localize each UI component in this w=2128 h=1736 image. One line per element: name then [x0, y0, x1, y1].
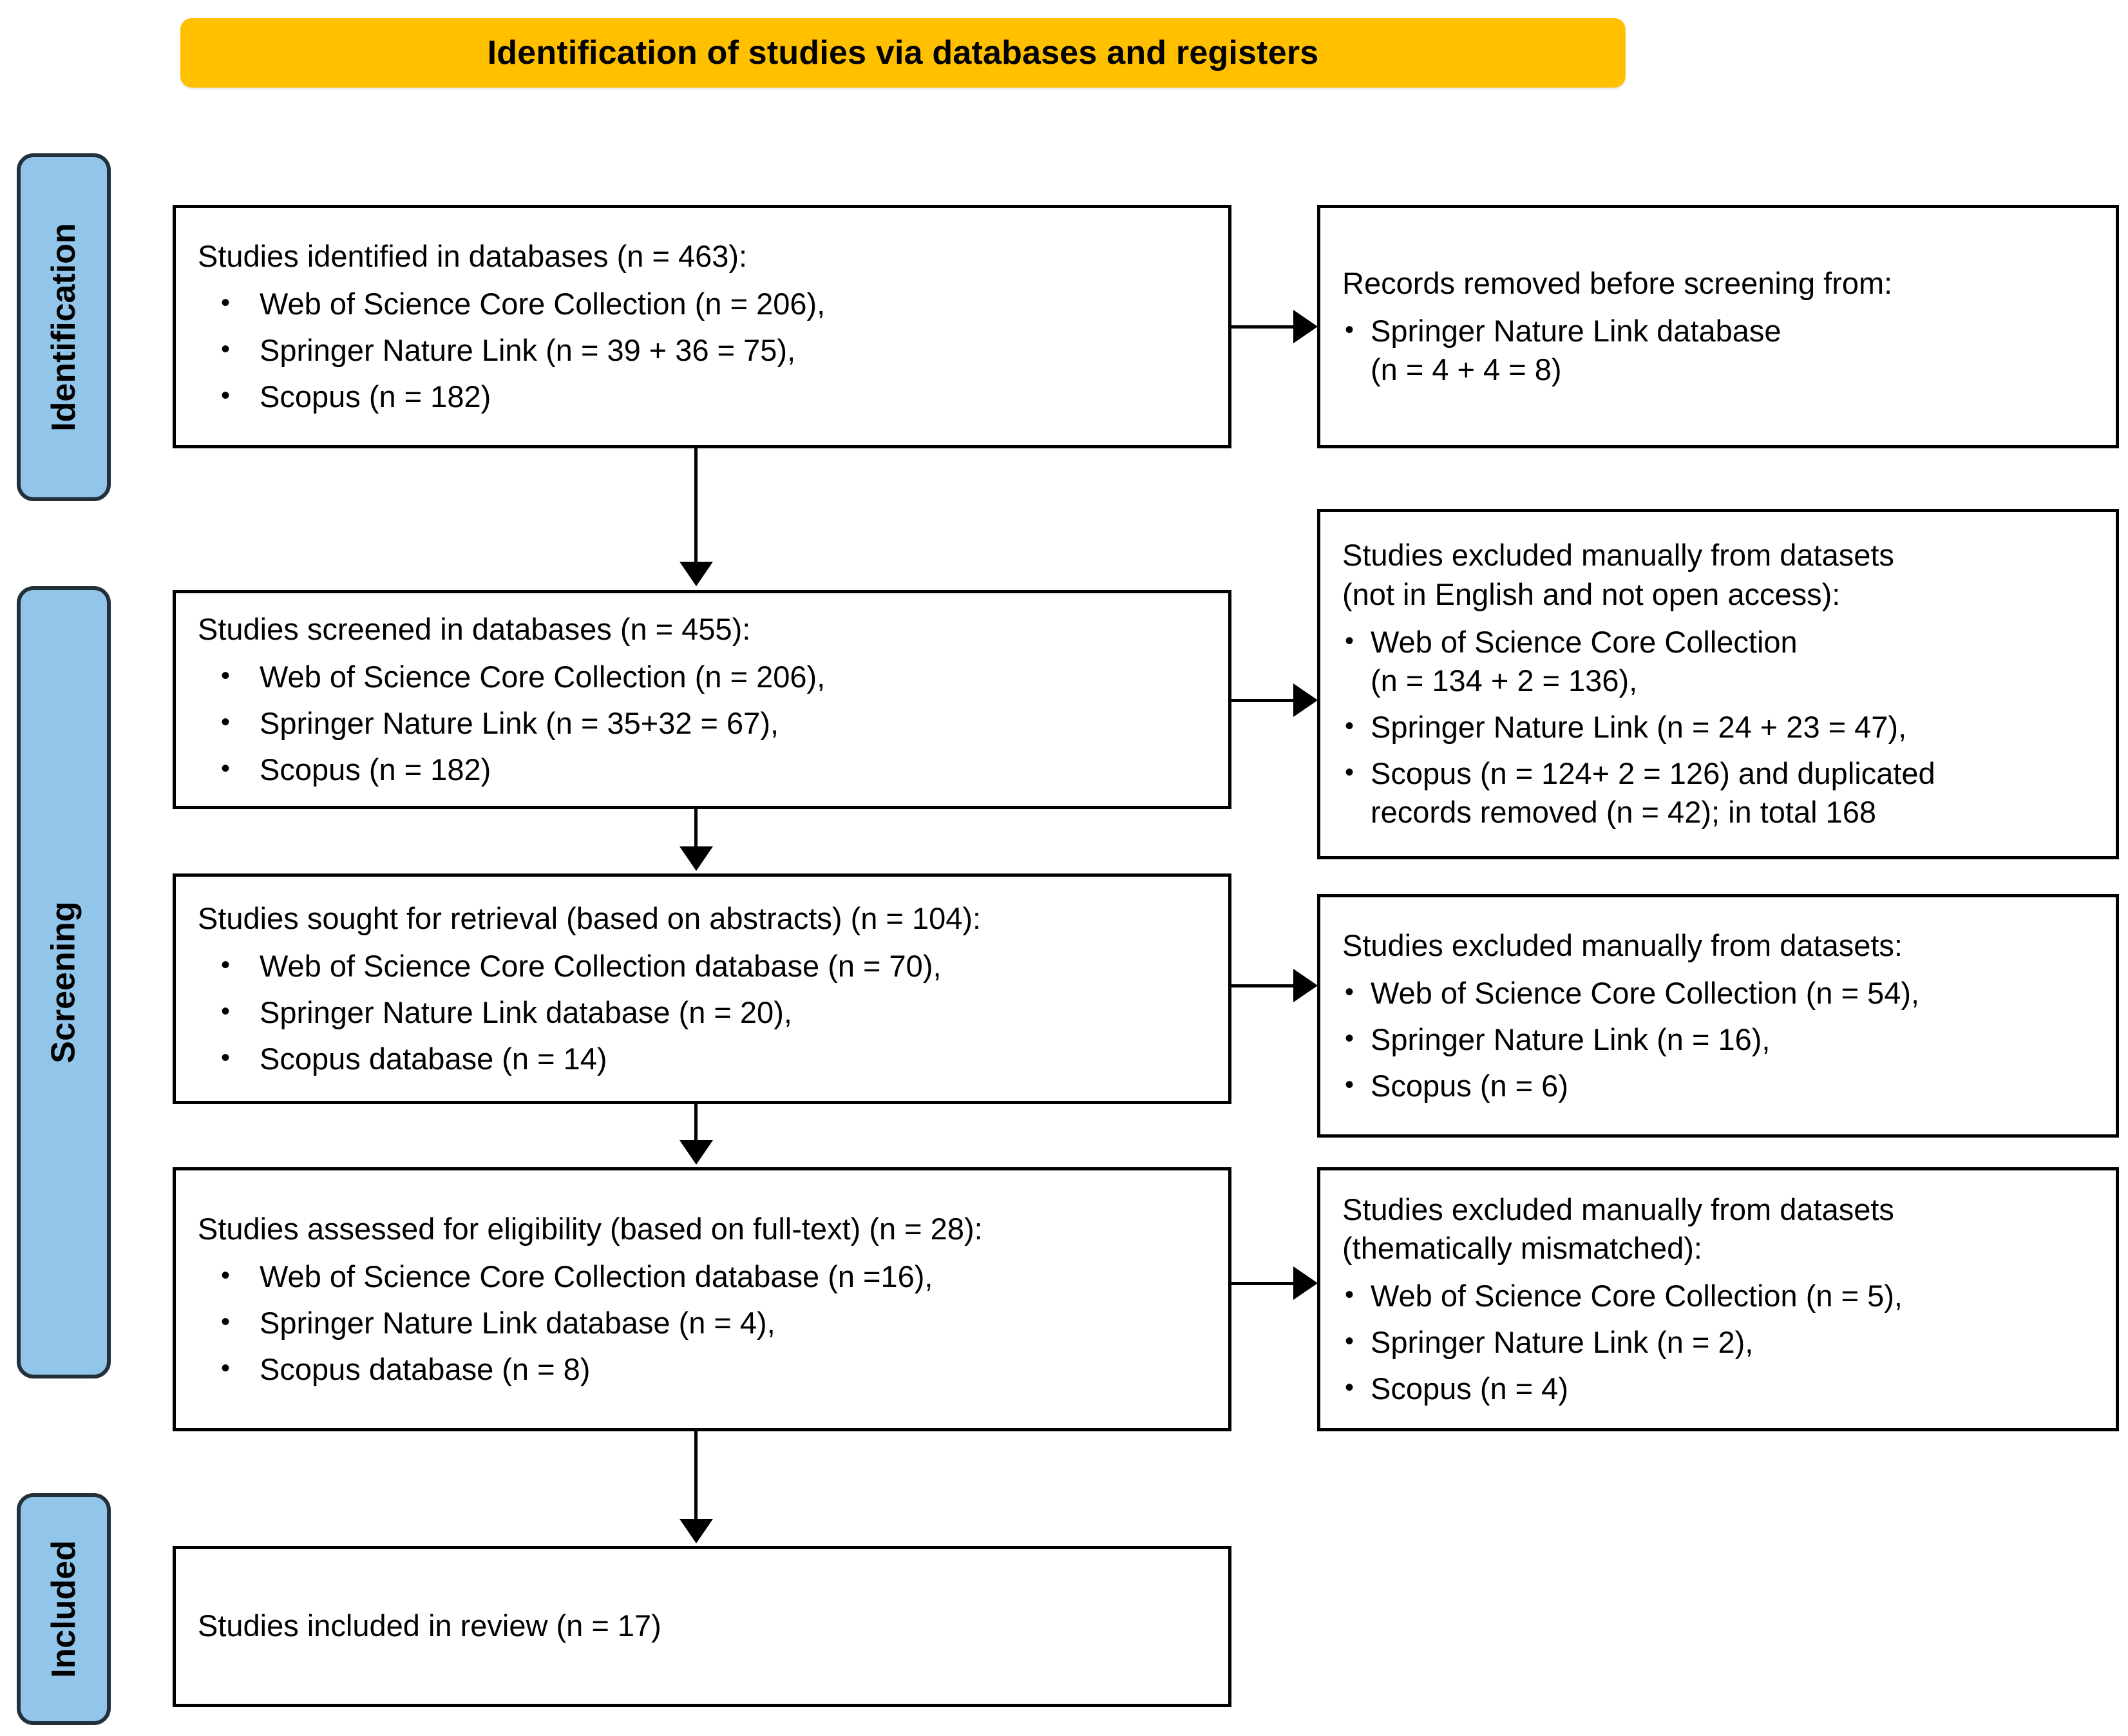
box-heading: Studies screened in databases (n = 455): [198, 611, 751, 646]
list-item: Web of Science Core Collection (n = 206)… [198, 658, 1206, 696]
list-item: Springer Nature Link (n = 39 + 36 = 75), [198, 331, 1206, 370]
list-item: Web of Science Core Collection database … [198, 947, 1206, 986]
stage-label-identification-text: Identification [45, 223, 82, 432]
box-item-list: Web of Science Core Collection database … [198, 1250, 1206, 1389]
box-item-list: Web of Science Core Collection (n = 54),… [1342, 966, 2094, 1105]
connector-arrowhead-eligibility-to-excluded-thematic [1293, 1266, 1318, 1300]
stage-label-screening: Screening [17, 586, 111, 1378]
list-item: Springer Nature Link database (n = 4 + 4… [1342, 312, 2094, 389]
box-heading: Studies included in review (n = 17) [198, 1608, 661, 1643]
box-heading: Studies assessed for eligibility (based … [198, 1211, 983, 1246]
list-item: Springer Nature Link database (n = 4), [198, 1304, 1206, 1342]
box-heading: Studies excluded manually from datasets … [1342, 538, 1894, 611]
list-item: Springer Nature Link (n = 2), [1342, 1323, 2094, 1362]
list-item: Web of Science Core Collection (n = 5), [1342, 1277, 2094, 1315]
connector-arrowhead-identified-to-removed [1293, 310, 1318, 343]
stage-label-identification: Identification [17, 153, 111, 501]
connector-line-sought-to-eligibility [694, 1104, 698, 1143]
list-item: Scopus (n = 124+ 2 = 126) and duplicated… [1342, 754, 2094, 832]
header-banner: Identification of studies via databases … [180, 18, 1626, 88]
box-excluded-manually: Studies excluded manually from datasets:… [1317, 894, 2119, 1138]
connector-line-sought-to-excluded-manual [1231, 984, 1309, 987]
box-studies-sought-for-retrieval: Studies sought for retrieval (based on a… [173, 873, 1231, 1104]
box-studies-screened: Studies screened in databases (n = 455):… [173, 590, 1231, 809]
box-item-list: Web of Science Core Collection (n = 5), S… [1342, 1269, 2094, 1408]
connector-line-screened-to-sought [694, 809, 698, 849]
list-item: Scopus (n = 4) [1342, 1369, 2094, 1408]
box-item-list: Web of Science Core Collection database … [198, 939, 1206, 1078]
box-item-list: Web of Science Core Collection (n = 206)… [198, 277, 1206, 416]
stage-label-screening-text: Screening [45, 901, 83, 1064]
list-item: Web of Science Core Collection (n = 206)… [198, 285, 1206, 323]
box-item-list: Web of Science Core Collection (n = 206)… [198, 650, 1206, 789]
list-item: Springer Nature Link database (n = 20), [198, 993, 1206, 1032]
box-heading: Studies excluded manually from datasets … [1342, 1192, 1894, 1265]
list-item: Scopus (n = 182) [198, 750, 1206, 789]
box-records-removed: Records removed before screening from: S… [1317, 205, 2119, 448]
connector-line-eligibility-to-excluded-thematic [1231, 1282, 1309, 1285]
connector-arrowhead-screened-to-excluded-language [1293, 683, 1318, 717]
list-item: Springer Nature Link (n = 35+32 = 67), [198, 704, 1206, 743]
list-item: Scopus (n = 182) [198, 377, 1206, 416]
box-heading: Studies identified in databases (n = 463… [198, 238, 748, 273]
list-item: Scopus database (n = 14) [198, 1040, 1206, 1078]
list-item: Scopus database (n = 8) [198, 1350, 1206, 1389]
stage-label-included: Included [17, 1493, 111, 1725]
list-item: Scopus (n = 6) [1342, 1067, 2094, 1105]
box-item-list: Web of Science Core Collection (n = 134 … [1342, 615, 2094, 832]
connector-line-screened-to-excluded-language [1231, 699, 1309, 702]
connector-arrowhead-sought-to-eligibility [679, 1140, 713, 1165]
box-studies-identified: Studies identified in databases (n = 463… [173, 205, 1231, 448]
connector-line-eligibility-to-included [694, 1431, 698, 1521]
box-heading: Records removed before screening from: [1342, 265, 1893, 300]
box-excluded-thematically-mismatched: Studies excluded manually from datasets … [1317, 1167, 2119, 1431]
list-item: Web of Science Core Collection (n = 134 … [1342, 623, 2094, 700]
stage-label-included-text: Included [45, 1540, 83, 1678]
list-item: Web of Science Core Collection database … [198, 1257, 1206, 1296]
box-studies-assessed-for-eligibility: Studies assessed for eligibility (based … [173, 1167, 1231, 1431]
box-studies-included-in-review: Studies included in review (n = 17) [173, 1546, 1231, 1707]
connector-line-identified-to-screened [694, 448, 698, 563]
box-excluded-not-english-not-open-access: Studies excluded manually from datasets … [1317, 509, 2119, 859]
list-item: Springer Nature Link (n = 16), [1342, 1020, 2094, 1059]
box-item-list: Springer Nature Link database (n = 4 + 4… [1342, 304, 2094, 389]
connector-arrowhead-identified-to-screened [679, 562, 713, 586]
box-heading: Studies sought for retrieval (based on a… [198, 901, 982, 935]
list-item: Web of Science Core Collection (n = 54), [1342, 974, 2094, 1013]
connector-arrowhead-screened-to-sought [679, 846, 713, 871]
page-title: Identification of studies via databases … [487, 34, 1319, 72]
list-item: Springer Nature Link (n = 24 + 23 = 47), [1342, 708, 2094, 747]
connector-arrowhead-eligibility-to-included [679, 1519, 713, 1543]
box-heading: Studies excluded manually from datasets: [1342, 928, 1903, 962]
connector-arrowhead-sought-to-excluded-manual [1293, 969, 1318, 1002]
connector-line-identified-to-removed [1231, 325, 1309, 329]
